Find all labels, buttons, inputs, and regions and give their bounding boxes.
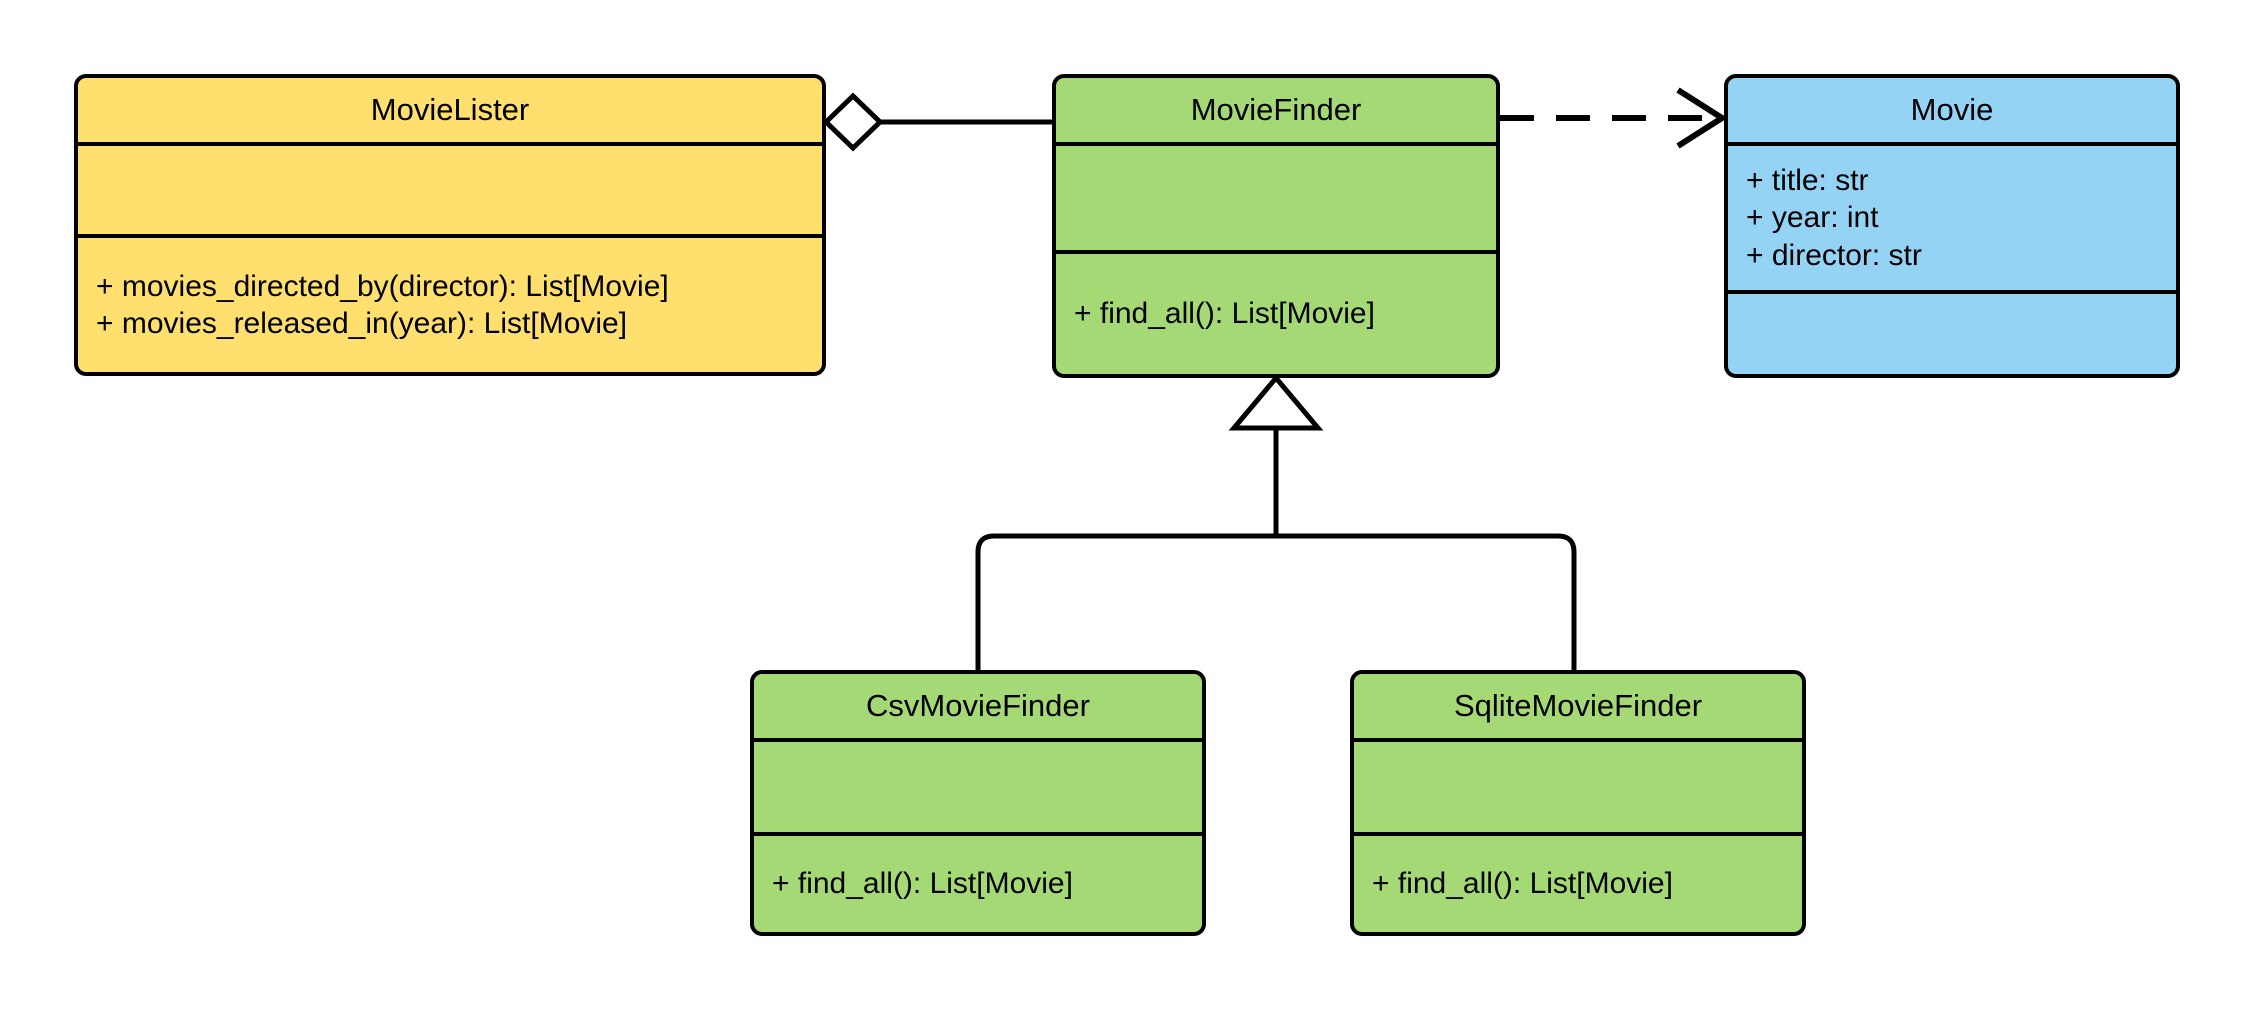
class-name-compartment: CsvMovieFinder — [754, 674, 1202, 738]
class-title-csvmoviefinder: CsvMovieFinder — [866, 687, 1090, 723]
class-method: + find_all(): List[Movie] — [1372, 867, 1673, 901]
open-arrow-icon — [1676, 87, 1728, 149]
class-title-movie: Movie — [1910, 91, 1994, 127]
relationship-dependency-moviefinder-movie — [1500, 87, 1728, 149]
class-methods-compartment: + find_all(): List[Movie] — [1354, 832, 1802, 932]
class-attribute: + director: str — [1746, 238, 1922, 272]
class-methods-compartment: + find_all(): List[Movie] — [1056, 250, 1496, 374]
class-method: + movies_directed_by(director): List[Mov… — [96, 269, 669, 303]
class-box-movielister[interactable]: MovieLister + movies_directed_by(directo… — [74, 74, 826, 376]
relationship-aggregation-movielister-moviefinder — [822, 92, 1052, 152]
class-method: + movies_released_in(year): List[Movie] — [96, 307, 628, 340]
class-attributes-compartment: + title: str + year: int + director: str — [1728, 142, 2176, 290]
class-name-compartment: SqliteMovieFinder — [1354, 674, 1802, 738]
class-name-compartment: MovieFinder — [1056, 78, 1496, 142]
generalization-branch-bar — [975, 533, 1577, 670]
class-name-compartment: MovieLister — [78, 78, 822, 142]
class-methods-compartment: + find_all(): List[Movie] — [754, 832, 1202, 932]
class-attributes-compartment — [1056, 142, 1496, 250]
class-title-sqlitemoviefinder: SqliteMovieFinder — [1453, 687, 1703, 723]
class-attributes-compartment — [1354, 738, 1802, 832]
class-attributes-compartment — [754, 738, 1202, 832]
class-methods-compartment — [1728, 290, 2176, 374]
relationship-generalization-tree — [975, 374, 1577, 670]
class-title-moviefinder: MovieFinder — [1190, 91, 1362, 127]
class-attributes-compartment — [78, 142, 822, 234]
hollow-diamond-icon — [822, 92, 884, 152]
class-method: + find_all(): List[Movie] — [1074, 297, 1375, 331]
class-box-moviefinder[interactable]: MovieFinder + find_all(): List[Movie] — [1052, 74, 1500, 378]
class-title-movielister: MovieLister — [370, 91, 530, 127]
class-box-csvmoviefinder[interactable]: CsvMovieFinder + find_all(): List[Movie] — [750, 670, 1206, 936]
class-attribute: + year: int — [1746, 201, 1879, 235]
class-method: + find_all(): List[Movie] — [772, 867, 1073, 901]
class-attribute: + title: str — [1746, 163, 1869, 197]
class-box-sqlitemoviefinder[interactable]: SqliteMovieFinder + find_all(): List[Mov… — [1350, 670, 1806, 936]
class-methods-compartment: + movies_directed_by(director): List[Mov… — [78, 234, 822, 372]
class-name-compartment: Movie — [1728, 78, 2176, 142]
class-box-movie[interactable]: Movie + title: str + year: int + directo… — [1724, 74, 2180, 378]
hollow-triangle-icon — [1228, 374, 1324, 431]
